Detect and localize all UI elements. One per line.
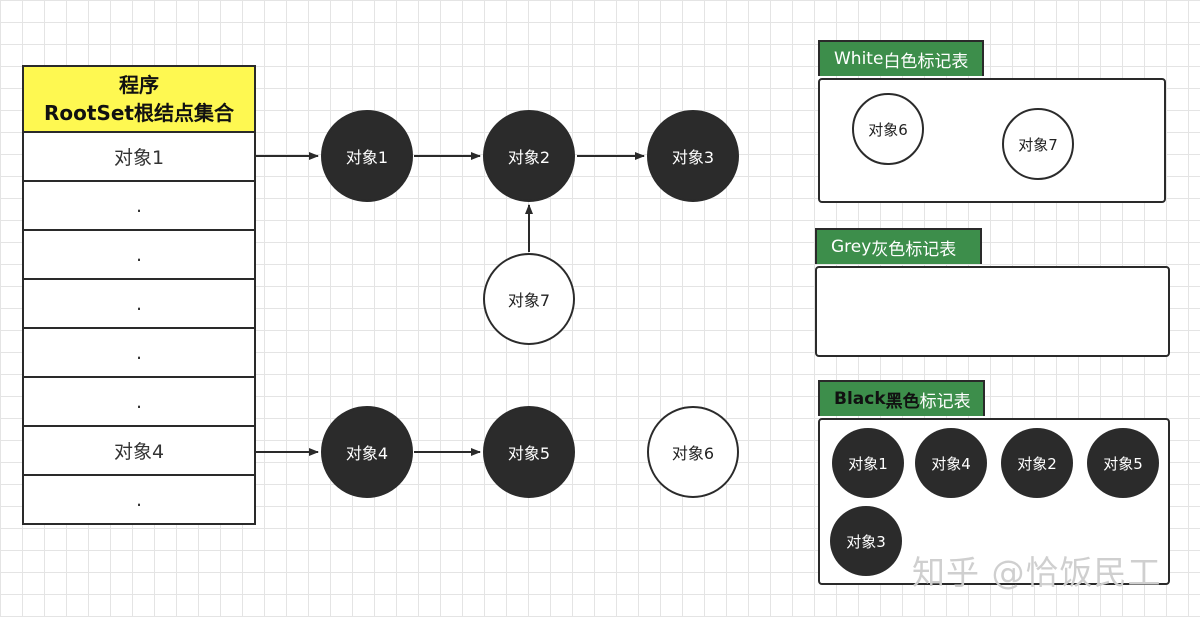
- grey-table-title-cn: 灰色: [871, 239, 906, 260]
- node-obj3: 对象3: [647, 110, 739, 202]
- black-table-title-suffix: 标记表: [919, 391, 971, 412]
- black-item-obj3: 对象3: [830, 506, 902, 576]
- black-item-obj4: 对象4: [915, 428, 987, 498]
- white-table-box: 对象6 对象7: [818, 78, 1166, 203]
- rootset-row-1: 对象1: [24, 133, 254, 182]
- rootset-row-7: 对象4: [24, 427, 254, 476]
- rootset-row-4: .: [24, 280, 254, 329]
- black-table-box: 对象1 对象4 对象2 对象5 对象3: [818, 418, 1170, 585]
- white-table-title-cn: 白色: [883, 51, 918, 72]
- node-obj2: 对象2: [483, 110, 575, 202]
- node-obj1: 对象1: [321, 110, 413, 202]
- white-item-obj6: 对象6: [852, 93, 924, 165]
- rootset-header: 程序 RootSet根结点集合: [24, 67, 254, 133]
- rootset-row-3: .: [24, 231, 254, 280]
- rootset-row-8: .: [135, 488, 143, 511]
- white-item-obj7: 对象7: [1002, 108, 1074, 180]
- watermark: 知乎 @恰饭民工: [912, 553, 1162, 592]
- rootset-table: 程序 RootSet根结点集合 对象1 . . . . . 对象4 .: [22, 65, 256, 525]
- rootset-row-5: .: [24, 329, 254, 378]
- node-obj7: 对象7: [483, 253, 575, 345]
- rootset-title-line2: RootSet根结点集合: [44, 101, 234, 125]
- black-item-obj1: 对象1: [832, 428, 904, 498]
- black-table-title-en: Black: [834, 389, 886, 409]
- node-obj6: 对象6: [647, 406, 739, 498]
- grey-table-box: [815, 266, 1170, 357]
- rootset-row-2: .: [24, 182, 254, 231]
- grey-table-title-en: Grey: [831, 237, 872, 257]
- node-obj4: 对象4: [321, 406, 413, 498]
- grey-table-title-suffix: 标记表: [905, 239, 957, 260]
- black-item-obj2: 对象2: [1001, 428, 1073, 498]
- black-item-obj5: 对象5: [1087, 428, 1159, 498]
- white-table-title-suffix: 标记表: [917, 51, 969, 72]
- black-table-title-cn: 黑色: [885, 391, 920, 412]
- node-obj5: 对象5: [483, 406, 575, 498]
- rootset-row-6: .: [24, 378, 254, 427]
- white-table-title-en: White: [834, 49, 884, 69]
- rootset-title-line1: 程序: [119, 73, 159, 97]
